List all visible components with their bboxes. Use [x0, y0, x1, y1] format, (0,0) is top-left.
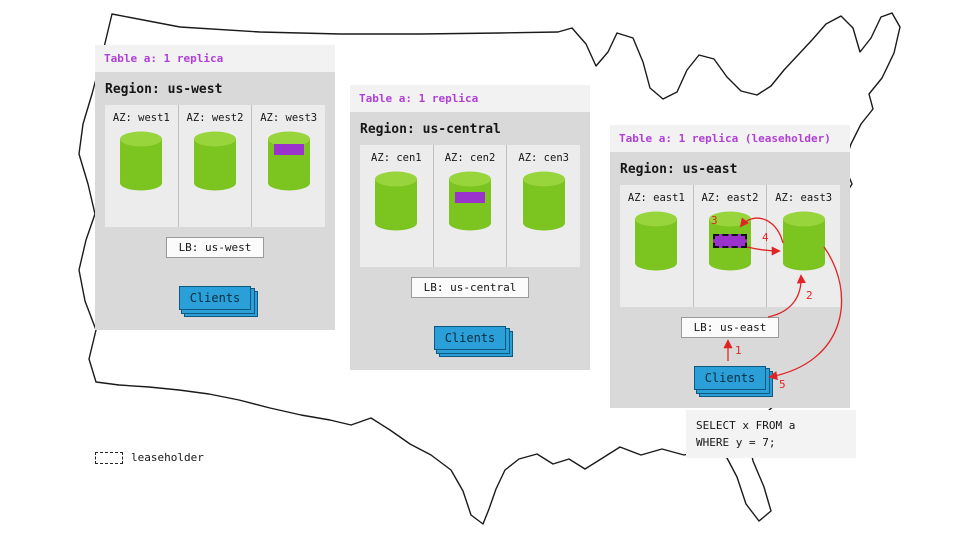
leaseholder-legend: leaseholder — [95, 451, 204, 464]
az-column-cen1: AZ: cen1 — [360, 145, 433, 267]
az-label: AZ: east1 — [627, 192, 685, 204]
az-column-cen3: AZ: cen3 — [506, 145, 580, 267]
db-cylinder — [192, 130, 238, 192]
database-icon — [635, 211, 678, 271]
az-label: AZ: cen1 — [371, 152, 422, 164]
database-icon — [782, 211, 825, 271]
db-cylinder — [521, 170, 567, 232]
az-group: AZ: cen1 AZ: cen2 AZ: cen3 — [360, 145, 580, 267]
sql-query-line: WHERE y = 7; — [696, 436, 776, 450]
clients-box: Clients — [434, 326, 506, 350]
table-replica-label: Table a: 1 replica — [95, 45, 335, 72]
az-column-cen2: AZ: cen2 — [432, 145, 507, 267]
db-cylinder — [447, 170, 493, 232]
database-icon — [522, 171, 565, 231]
leaseholder-band — [713, 234, 747, 248]
db-cylinder — [781, 210, 827, 272]
region-label: Region: us-east — [620, 162, 738, 177]
database-icon — [375, 171, 418, 231]
sql-query-line: SELECT x FROM a — [696, 419, 796, 432]
az-column-west2: AZ: west2 — [177, 105, 252, 227]
az-column-east3: AZ: east3 — [766, 185, 840, 307]
replica-band — [273, 144, 304, 155]
sql-query-box: SELECT x FROM a WHERE y = 7; — [686, 410, 856, 459]
table-replica-label: Table a: 1 replica (leaseholder) — [610, 125, 850, 152]
region-panel-us-central: Table a: 1 replica Region: us-central AZ… — [350, 85, 590, 370]
az-label: AZ: west3 — [260, 112, 318, 124]
leaseholder-legend-swatch — [95, 451, 123, 464]
region-label: Region: us-west — [105, 82, 223, 97]
table-replica-label: Table a: 1 replica — [350, 85, 590, 112]
region-panel-us-east: Table a: 1 replica (leaseholder) Region:… — [610, 125, 850, 408]
database-icon — [120, 131, 163, 191]
db-cylinder — [373, 170, 419, 232]
az-label: AZ: east2 — [701, 192, 759, 204]
load-balancer-box: LB: us-central — [410, 277, 530, 298]
clients-box: Clients — [179, 286, 251, 310]
az-column-east2: AZ: east2 — [692, 185, 767, 307]
load-balancer-box: LB: us-east — [680, 317, 780, 338]
region-label: Region: us-central — [360, 122, 501, 137]
clients-box: Clients — [694, 366, 766, 390]
az-group: AZ: east1 AZ: east2 AZ: east3 — [620, 185, 840, 307]
database-icon — [194, 131, 236, 191]
az-label: AZ: west2 — [186, 112, 244, 124]
db-cylinder — [707, 210, 753, 272]
az-column-west1: AZ: west1 — [105, 105, 178, 227]
db-cylinder — [118, 130, 164, 192]
az-label: AZ: cen3 — [518, 152, 569, 164]
az-column-east1: AZ: east1 — [620, 185, 693, 307]
region-panel-us-west: Table a: 1 replica Region: us-west AZ: w… — [95, 45, 335, 330]
database-icon — [449, 171, 491, 231]
db-cylinder — [266, 130, 312, 192]
az-column-west3: AZ: west3 — [251, 105, 325, 227]
az-label: AZ: west1 — [112, 112, 170, 124]
az-label: AZ: east3 — [775, 192, 833, 204]
db-cylinder — [633, 210, 679, 272]
replica-band — [455, 192, 485, 203]
az-label: AZ: cen2 — [444, 152, 496, 164]
load-balancer-box: LB: us-west — [165, 237, 265, 258]
az-group: AZ: west1 AZ: west2 AZ: west3 — [105, 105, 325, 227]
database-icon — [267, 131, 310, 191]
leaseholder-legend-label: leaseholder — [131, 451, 204, 464]
